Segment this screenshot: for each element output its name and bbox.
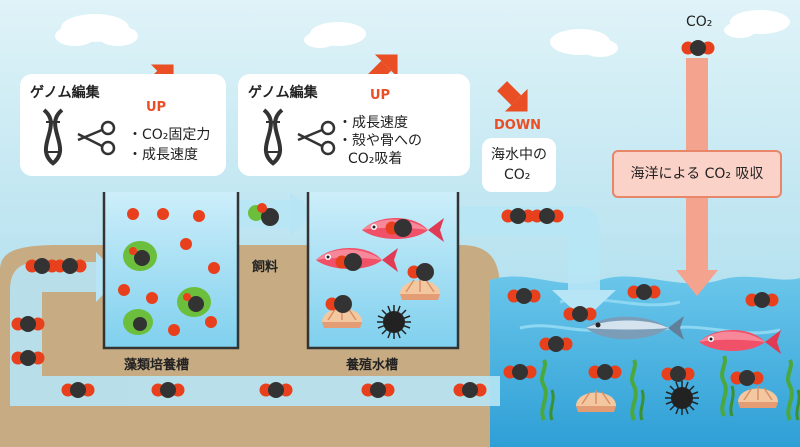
feed-label: 飼料 xyxy=(252,260,279,275)
down-label: DOWN xyxy=(494,118,542,133)
urchin-1 xyxy=(376,304,412,340)
feed-molecule xyxy=(248,203,279,226)
bullet-growth-rate: ・成長速度 xyxy=(338,115,408,131)
genome-editing-card-left: ゲノム編集 ・CO₂固定力 ・成長速度 xyxy=(20,74,226,176)
dna-scissors-icon xyxy=(262,108,336,166)
up-label-left: UP xyxy=(146,100,167,115)
bullet-shell-bone: ・殻や骨への xyxy=(338,133,422,149)
aquaculture-tank xyxy=(306,192,460,350)
pipe-arrowhead-sea xyxy=(552,290,616,320)
pipe-arrowhead-feed xyxy=(290,192,314,236)
algae-cells xyxy=(123,241,211,335)
atmospheric-co2-label: CO₂ xyxy=(686,14,713,30)
clouds xyxy=(55,10,790,57)
ocean-absorption-box: 海洋による CO₂ 吸収 xyxy=(612,150,782,198)
dna-scissors-icon xyxy=(42,108,116,166)
card-title: ゲノム編集 xyxy=(30,85,100,101)
algae-tank-label: 藻類培養槽 xyxy=(124,358,190,373)
algae-tank xyxy=(102,192,240,350)
tuna xyxy=(586,316,684,340)
up-label-right: UP xyxy=(370,88,391,103)
oxygen-dots xyxy=(118,208,220,336)
bullet-co2-fixation: ・CO₂固定力 xyxy=(128,127,211,143)
bullet-co2-adsorption: CO₂吸着 xyxy=(348,151,403,167)
urchin-sea xyxy=(664,380,700,416)
aquaculture-tank-label: 養殖水槽 xyxy=(346,358,399,373)
ocean-co2-card: 海水中の CO₂ xyxy=(482,138,556,192)
card-title: ゲノム編集 xyxy=(248,85,318,101)
ocean-co2-line2: CO₂ xyxy=(504,167,531,183)
ocean-co2-line1: 海水中の xyxy=(491,147,547,163)
genome-editing-card-right: ゲノム編集 ・成長速度 ・殻や骨への CO₂吸着 xyxy=(238,74,470,176)
bullet-growth-rate: ・成長速度 xyxy=(128,147,198,163)
